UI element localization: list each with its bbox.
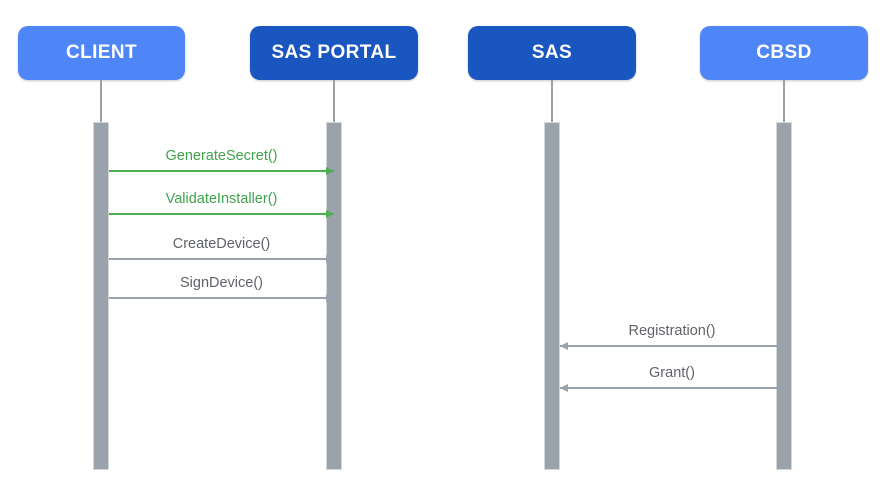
arrowhead-right-icon bbox=[326, 209, 334, 218]
message-label-5: Grant() bbox=[649, 365, 695, 381]
lifeline-stem-sas_portal bbox=[333, 80, 335, 122]
message-label-2: CreateDevice() bbox=[172, 236, 271, 252]
arrowhead-right-icon bbox=[326, 254, 334, 263]
message-line-0 bbox=[109, 170, 334, 172]
activation-bar-cbsd bbox=[776, 122, 792, 470]
message-line-2 bbox=[109, 258, 334, 260]
participant-box-cbsd[interactable]: CBSD bbox=[700, 26, 868, 80]
arrowhead-right-icon bbox=[326, 166, 334, 175]
message-label-4: Registration() bbox=[628, 323, 716, 339]
message-line-4 bbox=[560, 345, 784, 347]
participant-box-sas_portal[interactable]: SAS PORTAL bbox=[250, 26, 418, 80]
lifeline-stem-client bbox=[100, 80, 102, 122]
activation-bar-sas bbox=[544, 122, 560, 470]
message-label-1: ValidateInstaller() bbox=[165, 191, 278, 207]
participant-box-sas[interactable]: SAS bbox=[468, 26, 636, 80]
message-line-3 bbox=[109, 297, 334, 299]
message-line-5 bbox=[560, 387, 784, 389]
arrowhead-left-icon bbox=[560, 383, 568, 392]
lifeline-stem-sas bbox=[551, 80, 553, 122]
arrowhead-left-icon bbox=[560, 341, 568, 350]
message-label-0: GenerateSecret() bbox=[165, 148, 278, 164]
participant-box-client[interactable]: CLIENT bbox=[18, 26, 185, 80]
activation-bar-client bbox=[93, 122, 109, 470]
lifeline-stem-cbsd bbox=[783, 80, 785, 122]
message-label-3: SignDevice() bbox=[180, 275, 263, 291]
arrowhead-right-icon bbox=[326, 293, 334, 302]
message-line-1 bbox=[109, 213, 334, 215]
